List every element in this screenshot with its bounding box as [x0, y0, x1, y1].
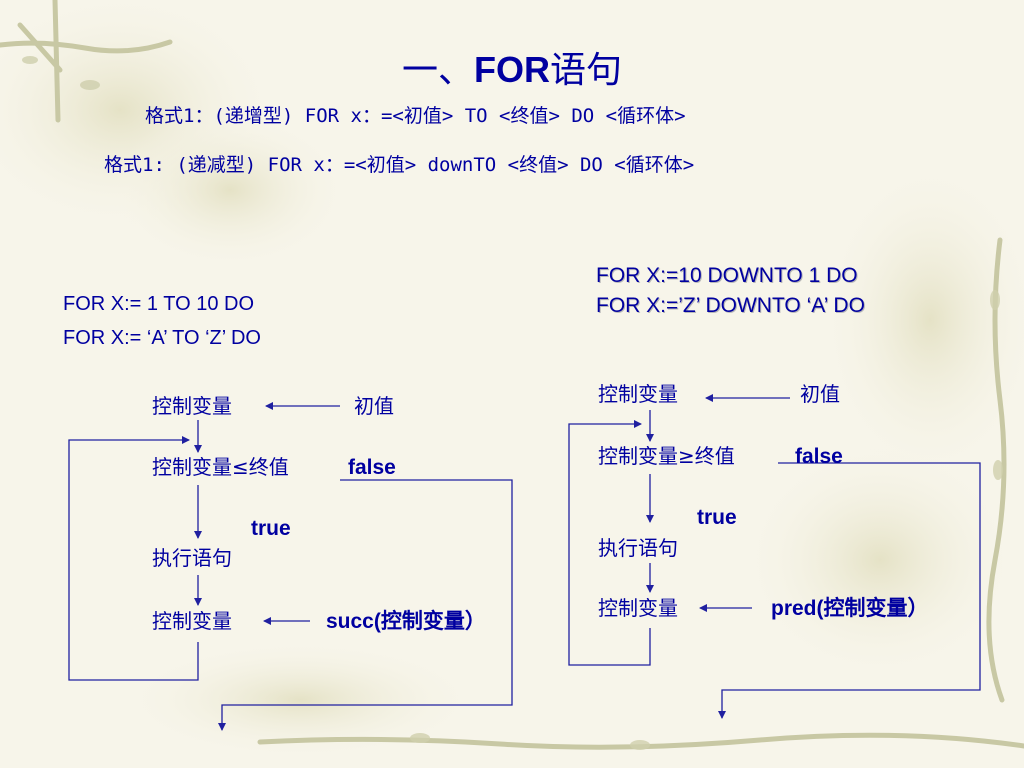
right-pred-update: pred(控制变量）: [771, 597, 929, 620]
format-increment-line: 格式1：(递增型) FOR x：=<初值> TO <终值> DO <循环体>: [145, 105, 686, 127]
title-keyword: FOR: [474, 49, 550, 90]
title-suffix: 语句: [550, 50, 623, 91]
left-true-label: true: [251, 517, 291, 540]
left-example-2: FOR X:= ‘A’ TO ‘Z’ DO: [63, 327, 261, 349]
right-initial-value: 初值: [800, 382, 840, 406]
page-title: 一、FOR语句: [0, 52, 1024, 89]
left-execute-statement: 执行语句: [152, 546, 232, 570]
left-example-1: FOR X:= 1 TO 10 DO: [63, 293, 254, 315]
right-example-1: FOR X:=10 DOWNTO 1 DO: [596, 264, 858, 287]
left-control-variable-2: 控制变量: [152, 609, 232, 633]
right-loop-back-line: [568, 420, 651, 666]
right-true-label: true: [697, 506, 737, 529]
title-prefix: 一、: [401, 50, 474, 91]
right-condition: 控制变量≥终值: [598, 444, 735, 468]
right-control-variable-2: 控制变量: [598, 596, 678, 620]
right-false-label: false: [795, 445, 843, 468]
left-control-variable: 控制变量: [152, 394, 232, 418]
format-decrement-line: 格式1: (递减型) FOR x：=<初值> downTO <终值> DO <循…: [104, 154, 695, 176]
left-false-label: false: [348, 456, 396, 479]
left-condition: 控制变量≤终值: [152, 455, 289, 479]
right-control-variable: 控制变量: [598, 382, 678, 406]
left-initial-value: 初值: [354, 394, 394, 418]
left-loop-back-line: [68, 436, 199, 681]
right-example-2: FOR X:=’Z’ DOWNTO ‘A’ DO: [596, 294, 865, 317]
right-execute-statement: 执行语句: [598, 536, 678, 560]
left-false-exit-line: [218, 479, 513, 731]
right-false-exit-line: [718, 462, 981, 719]
left-succ-update: succ(控制变量）: [326, 610, 486, 633]
